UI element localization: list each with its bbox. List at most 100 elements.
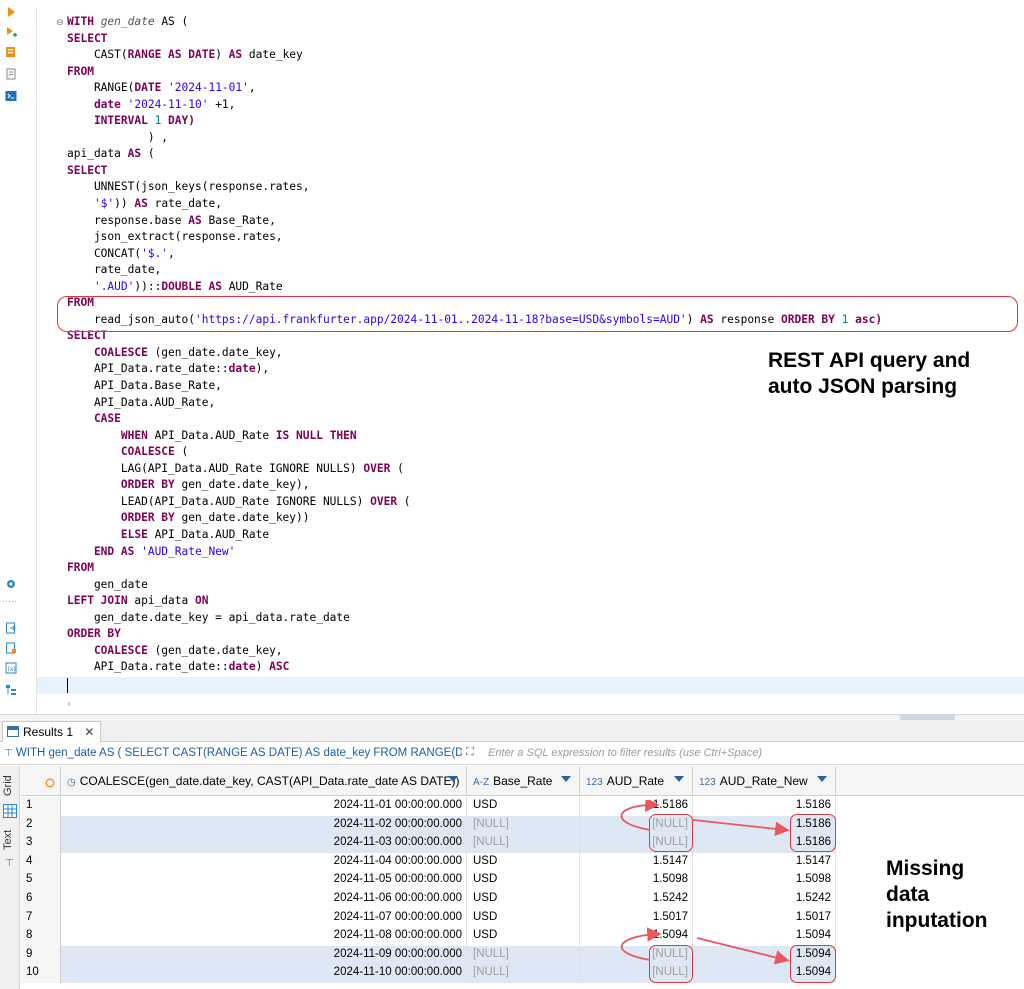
code-line[interactable]: ORDER BY	[67, 626, 882, 643]
row-number[interactable]: 6	[21, 890, 61, 909]
code-line[interactable]: CASE	[67, 411, 882, 428]
code-line[interactable]: API_Data.Base_Rate,	[67, 378, 882, 395]
code-line[interactable]: RANGE(DATE '2024-11-01',	[67, 80, 882, 97]
code-line[interactable]: WHEN API_Data.AUD_Rate IS NULL THEN	[67, 428, 882, 445]
terminal-icon[interactable]	[5, 90, 17, 102]
code-line[interactable]: LAG(API_Data.AUD_Rate IGNORE NULLS) OVER…	[67, 461, 882, 478]
column-header-date[interactable]: ◷COALESCE(gen_date.date_key, CAST(API_Da…	[61, 766, 467, 796]
code-line[interactable]: FROM	[67, 560, 882, 577]
code-line[interactable]: LEFT JOIN api_data ON	[67, 593, 882, 610]
cell-base-rate[interactable]: USD	[467, 927, 580, 946]
code-line[interactable]: ELSE API_Data.AUD_Rate	[67, 527, 882, 544]
cell-date[interactable]: 2024-11-03 00:00:00.000	[61, 834, 467, 853]
row-number[interactable]: 2	[21, 816, 61, 835]
cell-date[interactable]: 2024-11-07 00:00:00.000	[61, 909, 467, 928]
code-line[interactable]: json_extract(response.rates,	[67, 229, 882, 246]
row-number[interactable]: 7	[21, 909, 61, 928]
row-number[interactable]: 1	[21, 797, 61, 816]
cell-base-rate[interactable]: [NULL]	[467, 946, 580, 965]
code-line[interactable]: gen_date.date_key = api_data.rate_date	[67, 610, 882, 627]
variables-icon[interactable]: (x)	[5, 662, 17, 674]
cell-date[interactable]: 2024-11-01 00:00:00.000	[61, 797, 467, 816]
code-line[interactable]: response.base AS Base_Rate,	[67, 213, 882, 230]
sort-icon[interactable]	[561, 776, 571, 782]
tab-grid[interactable]: Grid	[2, 772, 18, 800]
cell-base-rate[interactable]: USD	[467, 797, 580, 816]
code-line[interactable]: ORDER BY gen_date.date_key))	[67, 510, 882, 527]
code-line[interactable]: API_Data.rate_date::date) ASC	[67, 659, 882, 676]
cell-base-rate[interactable]: USD	[467, 890, 580, 909]
cell-base-rate[interactable]: [NULL]	[467, 964, 580, 983]
row-number[interactable]: 5	[21, 871, 61, 890]
execute-script-icon[interactable]	[5, 26, 17, 38]
row-number[interactable]: 9	[21, 946, 61, 965]
code-line[interactable]: SELECT	[67, 163, 882, 180]
expand-filter-icon[interactable]: ⛶	[466, 746, 482, 762]
code-line[interactable]: CONCAT('$.',	[67, 246, 882, 263]
tab-text[interactable]: Text	[2, 826, 18, 854]
code-line[interactable]: INTERVAL 1 DAY)	[67, 113, 882, 130]
fold-collapse-icon[interactable]: ⊖	[56, 18, 64, 28]
code-line[interactable]: '$')) AS rate_date,	[67, 196, 882, 213]
settings-icon[interactable]	[5, 578, 17, 590]
code-line[interactable]: COALESCE (	[67, 444, 882, 461]
cell-base-rate[interactable]: [NULL]	[467, 834, 580, 853]
code-line[interactable]: CAST(RANGE AS DATE) AS date_key	[67, 47, 882, 64]
close-icon[interactable]: ✕	[84, 725, 94, 739]
cell-date[interactable]: 2024-11-05 00:00:00.000	[61, 871, 467, 890]
editor-horizontal-scrollbar[interactable]: ‹	[37, 698, 1024, 714]
column-header-aud-rate[interactable]: 123AUD_Rate	[580, 766, 693, 796]
import-icon[interactable]	[5, 642, 17, 654]
text-mode-icon[interactable]: ⊤	[5, 858, 14, 869]
row-number[interactable]: 4	[21, 853, 61, 872]
filter-input[interactable]: Enter a SQL expression to filter results…	[488, 747, 762, 759]
outline-icon[interactable]	[5, 684, 17, 696]
results-grid[interactable]: ◷COALESCE(gen_date.date_key, CAST(API_Da…	[21, 766, 1024, 989]
tab-results-1[interactable]: Results 1 ✕	[2, 721, 101, 742]
code-line[interactable]: api_data AS (	[67, 146, 882, 163]
code-line[interactable]: COALESCE (gen_date.date_key,	[67, 345, 882, 362]
cell-date[interactable]: 2024-11-10 00:00:00.000	[61, 964, 467, 983]
cell-base-rate[interactable]: USD	[467, 909, 580, 928]
row-number[interactable]: 8	[21, 927, 61, 946]
code-line[interactable]: date '2024-11-10' +1,	[67, 97, 882, 114]
cell-date[interactable]: 2024-11-04 00:00:00.000	[61, 853, 467, 872]
row-number[interactable]: 3	[21, 834, 61, 853]
execute-statement-icon[interactable]	[5, 6, 17, 18]
cell-date[interactable]: 2024-11-09 00:00:00.000	[61, 946, 467, 965]
code-line[interactable]: API_Data.rate_date::date),	[67, 361, 882, 378]
column-header-base-rate[interactable]: A-ZBase_Rate	[467, 766, 580, 796]
code-line[interactable]: WITH gen_date AS (	[67, 14, 882, 31]
grid-icon[interactable]	[3, 804, 17, 818]
code-line[interactable]: rate_date,	[67, 262, 882, 279]
cell-date[interactable]: 2024-11-02 00:00:00.000	[61, 816, 467, 835]
export-icon[interactable]	[5, 622, 17, 634]
sql-code[interactable]: WITH gen_date AS (SELECT CAST(RANGE AS D…	[67, 14, 882, 676]
code-token: ,	[249, 81, 256, 94]
sort-icon[interactable]	[817, 776, 827, 782]
cell-date[interactable]: 2024-11-08 00:00:00.000	[61, 927, 467, 946]
history-icon[interactable]	[5, 68, 17, 80]
row-number[interactable]: 10	[21, 964, 61, 983]
code-line[interactable]: API_Data.AUD_Rate,	[67, 395, 882, 412]
code-line[interactable]: ) ,	[67, 130, 882, 147]
code-line[interactable]: '.AUD'))::DOUBLE AS AUD_Rate	[67, 279, 882, 296]
code-line[interactable]: gen_date	[67, 577, 882, 594]
code-line[interactable]: SELECT	[67, 31, 882, 48]
code-token: '$'	[94, 197, 114, 210]
sort-icon[interactable]	[674, 776, 684, 782]
code-line[interactable]: END AS 'AUD_Rate_New'	[67, 544, 882, 561]
cell-base-rate[interactable]: USD	[467, 871, 580, 890]
code-line[interactable]: FROM	[67, 64, 882, 81]
cell-date[interactable]: 2024-11-06 00:00:00.000	[61, 890, 467, 909]
explain-plan-icon[interactable]	[5, 46, 17, 58]
column-header-aud-rate-new[interactable]: 123AUD_Rate_New	[693, 766, 836, 796]
cell-base-rate[interactable]: [NULL]	[467, 816, 580, 835]
code-line[interactable]: COALESCE (gen_date.date_key,	[67, 643, 882, 660]
code-line[interactable]: ORDER BY gen_date.date_key),	[67, 477, 882, 494]
cell-base-rate[interactable]: USD	[467, 853, 580, 872]
scroll-left-icon[interactable]: ‹	[67, 699, 71, 710]
code-line[interactable]: UNNEST(json_keys(response.rates,	[67, 179, 882, 196]
sort-icon[interactable]	[448, 776, 458, 782]
code-line[interactable]: LEAD(API_Data.AUD_Rate IGNORE NULLS) OVE…	[67, 494, 882, 511]
